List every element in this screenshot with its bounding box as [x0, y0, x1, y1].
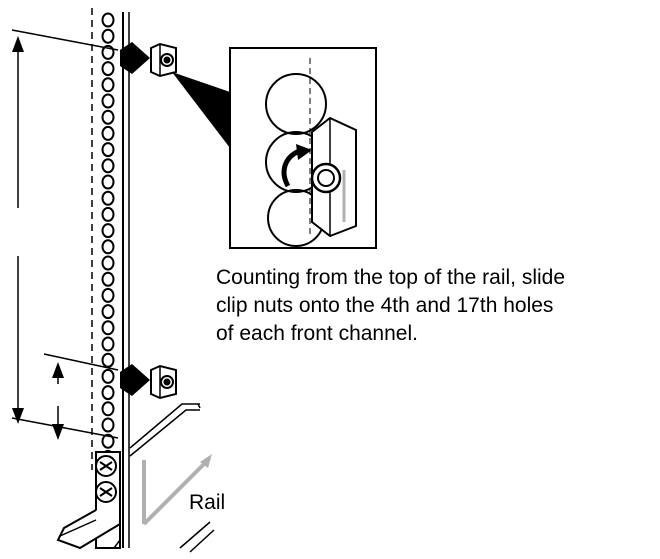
instruction-line-2: clip nuts onto the 4th and 17th holes — [216, 294, 554, 317]
rail-hole — [101, 336, 115, 352]
rail-hole — [101, 433, 115, 449]
bracket-screw-top-icon — [95, 455, 117, 477]
rail-hole — [101, 401, 115, 417]
rail-hole — [101, 271, 115, 287]
rail-guide-tip — [200, 454, 212, 468]
rail-hole — [101, 304, 115, 320]
rail-hole — [101, 12, 115, 28]
rail-hole — [101, 93, 115, 109]
rail-hole — [101, 206, 115, 222]
upper-clip-nut-arrow — [120, 42, 150, 74]
rail-hole — [101, 223, 115, 239]
dimension-outer — [11, 29, 119, 439]
rail-hole — [101, 190, 115, 206]
rail-hole — [101, 385, 115, 401]
rail-guide — [142, 458, 210, 526]
rail-hole — [101, 320, 115, 336]
instruction-line-1: Counting from the top of the rail, slide — [216, 266, 566, 289]
clip-nut-detail-view — [229, 47, 377, 249]
rail-hole — [101, 417, 115, 433]
rail-hole — [101, 125, 115, 141]
bracket-screw-bottom-icon — [95, 481, 117, 503]
rail-hole — [101, 109, 115, 125]
rail-hole — [101, 28, 115, 44]
callout-pointer — [172, 72, 230, 148]
rail-hole — [101, 352, 115, 368]
instruction-line-3: of each front channel. — [216, 322, 418, 345]
rail-holes — [101, 12, 115, 465]
rail-hole — [101, 255, 115, 271]
cabinet-outline — [129, 403, 215, 553]
rail-hole — [101, 239, 115, 255]
upper-clip-nut-icon — [150, 42, 177, 78]
dimension-inner — [43, 353, 119, 440]
rail-hole — [101, 287, 115, 303]
lower-clip-nut-icon — [150, 364, 177, 400]
rail-hole — [101, 142, 115, 158]
rail-hole — [101, 77, 115, 93]
rail-label: Rail — [189, 491, 226, 514]
lower-clip-nut-arrow — [120, 364, 150, 396]
rail-hole — [101, 61, 115, 77]
instruction-text: Counting from the top of the rail, slide… — [216, 264, 656, 348]
rack-post — [91, 8, 130, 548]
rail-hole — [101, 174, 115, 190]
rail-hole — [101, 158, 115, 174]
rail-hole — [101, 368, 115, 384]
